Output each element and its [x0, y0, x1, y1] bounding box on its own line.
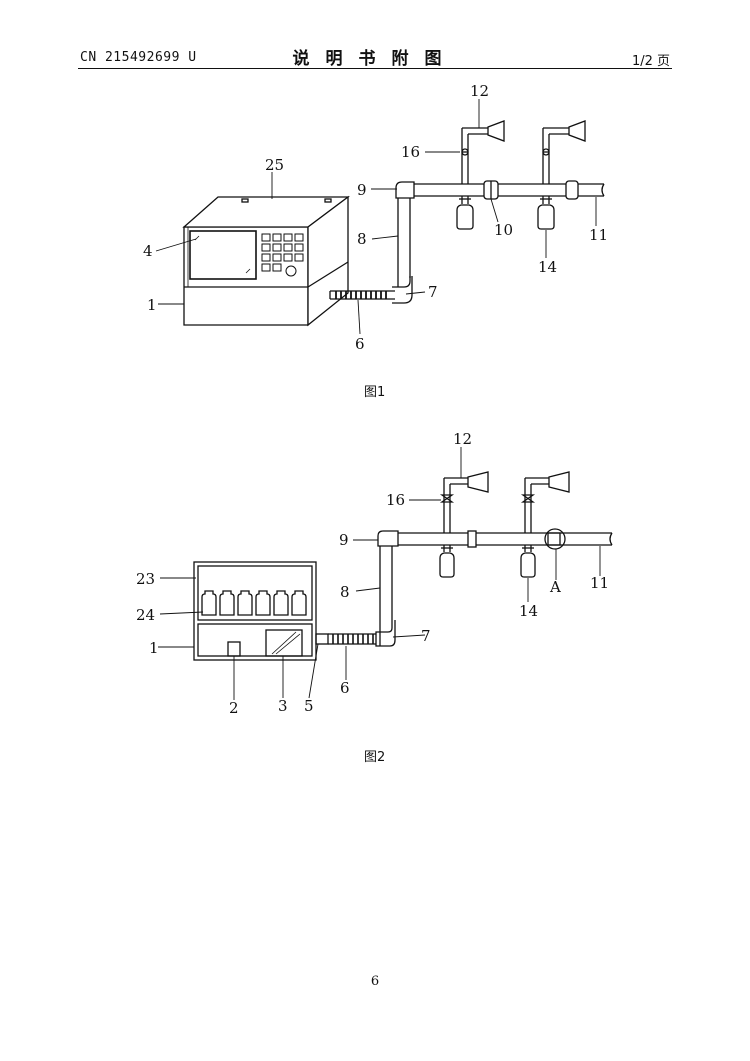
header-rule	[78, 68, 672, 69]
fig2-label-7: 7	[421, 627, 431, 645]
fig2-caption: 图2	[364, 750, 385, 765]
page-indicator: 1/2 页	[631, 54, 670, 69]
fig1-hose	[329, 290, 395, 300]
fig2-hose	[328, 633, 376, 645]
fig2-label-16: 16	[386, 491, 405, 509]
fig1-screen	[189, 230, 257, 280]
fig2-spray-branch-1	[439, 471, 489, 578]
figure-1-labels: 25 4 1 9 8 6 7 12 16 10 11 14 图1	[143, 82, 608, 400]
fig2-label-5: 5	[304, 697, 314, 715]
fig2-reagent-bottles	[201, 590, 307, 616]
fig2-label-3: 3	[278, 697, 288, 715]
fig2-cabinet	[193, 561, 317, 661]
fig1-main-pipe	[414, 180, 605, 200]
fig1-label-1: 1	[147, 296, 157, 314]
fig2-label-6: 6	[340, 679, 350, 697]
fig2-elbow-upper	[377, 530, 399, 547]
fig1-spray-branch-1	[456, 120, 505, 230]
fig1-label-6: 6	[355, 335, 365, 353]
fig2-outlet	[315, 633, 329, 645]
fig2-label-14: 14	[519, 602, 538, 620]
page-number: 6	[370, 974, 380, 989]
fig1-label-4: 4	[143, 242, 153, 260]
fig2-detail-circle-A	[544, 528, 566, 550]
fig1-label-16: 16	[401, 143, 420, 161]
fig2-label-24: 24	[136, 606, 155, 624]
figure-2-drawing	[158, 447, 613, 700]
fig2-label-9: 9	[339, 531, 349, 549]
fig1-cabinet	[182, 195, 350, 327]
fig1-spray-branch-2	[537, 120, 586, 230]
fig1-label-7: 7	[428, 283, 438, 301]
fig1-label-11: 11	[589, 226, 608, 244]
fig2-main-pipe	[398, 528, 613, 550]
fig1-label-25: 25	[265, 156, 284, 174]
fig1-label-9: 9	[357, 181, 367, 199]
fig1-label-10: 10	[494, 221, 513, 239]
fig2-label-8: 8	[340, 583, 350, 601]
fig1-label-8: 8	[357, 230, 367, 248]
figure-1-drawing	[155, 99, 605, 335]
fig1-keypad	[261, 233, 304, 277]
fig2-label-2: 2	[229, 699, 239, 717]
fig2-label-11: 11	[590, 574, 609, 592]
figure-2-labels: 12 16 9 8 23 24 1 7 6 2 3 5 A 11 14 图2	[136, 430, 609, 765]
document-title: 说明书附图	[292, 49, 458, 69]
fig1-leader-lines	[155, 99, 597, 335]
fig2-label-1: 1	[149, 639, 159, 657]
fig2-leader-lines	[158, 447, 601, 700]
patent-number: CN 215492699 U	[80, 50, 197, 65]
fig2-elbow-lower	[375, 620, 396, 647]
fig1-label-14: 14	[538, 258, 557, 276]
fig2-label-A: A	[549, 578, 561, 596]
fig2-spray-branch-2	[520, 471, 570, 578]
fig1-elbow-upper	[395, 181, 415, 199]
fig2-component-3	[265, 629, 303, 657]
fig1-caption: 图1	[364, 385, 385, 400]
fig1-elbow-lower	[392, 276, 413, 304]
fig2-label-23: 23	[136, 570, 155, 588]
fig2-label-12: 12	[453, 430, 472, 448]
fig1-label-12: 12	[470, 82, 489, 100]
